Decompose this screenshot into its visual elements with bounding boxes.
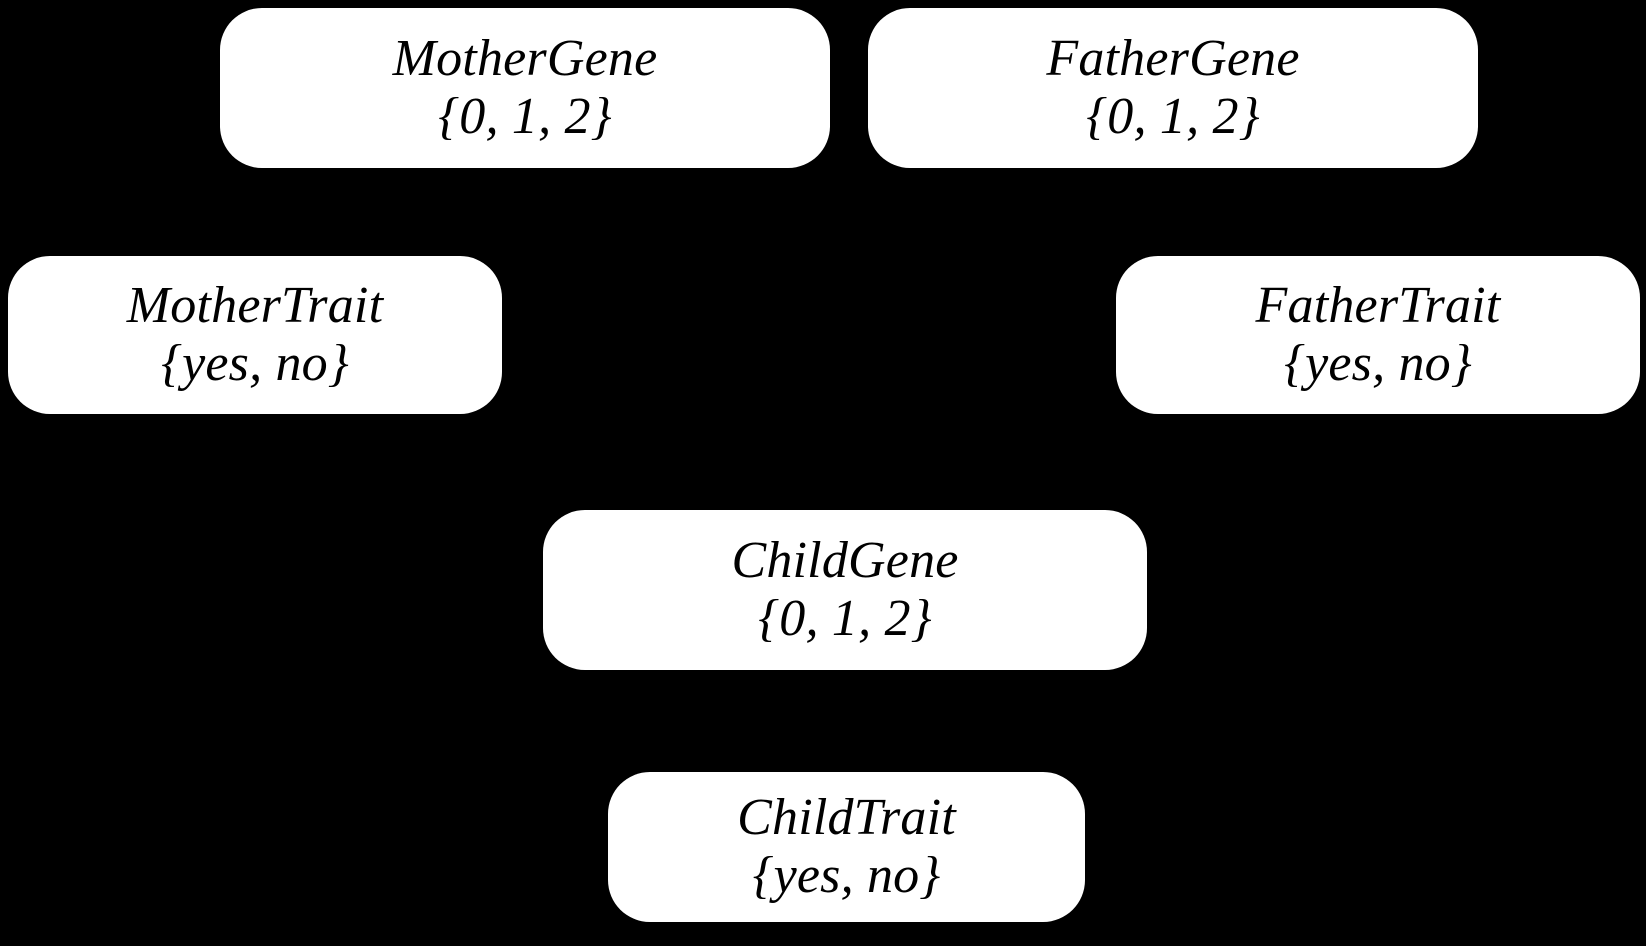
node-father-trait-label: FatherTrait — [1255, 276, 1501, 334]
node-father-gene[interactable]: FatherGene {0, 1, 2} — [868, 8, 1478, 168]
node-father-trait-domain: {yes, no} — [1284, 335, 1472, 392]
node-child-gene-label: ChildGene — [731, 531, 959, 589]
node-mother-gene[interactable]: MotherGene {0, 1, 2} — [220, 8, 830, 168]
node-child-gene-domain: {0, 1, 2} — [758, 590, 932, 647]
node-father-gene-domain: {0, 1, 2} — [1086, 88, 1260, 145]
node-father-trait[interactable]: FatherTrait {yes, no} — [1116, 256, 1640, 414]
node-mother-gene-label: MotherGene — [392, 29, 658, 87]
node-child-gene[interactable]: ChildGene {0, 1, 2} — [543, 510, 1147, 670]
node-child-trait-label: ChildTrait — [737, 788, 956, 846]
node-mother-gene-domain: {0, 1, 2} — [438, 88, 612, 145]
node-child-trait-domain: {yes, no} — [752, 847, 941, 904]
node-mother-trait-label: MotherTrait — [126, 276, 384, 334]
node-mother-trait-domain: {yes, no} — [161, 335, 349, 392]
node-child-trait[interactable]: ChildTrait {yes, no} — [608, 772, 1085, 922]
node-father-gene-label: FatherGene — [1046, 29, 1300, 87]
node-mother-trait[interactable]: MotherTrait {yes, no} — [8, 256, 502, 414]
